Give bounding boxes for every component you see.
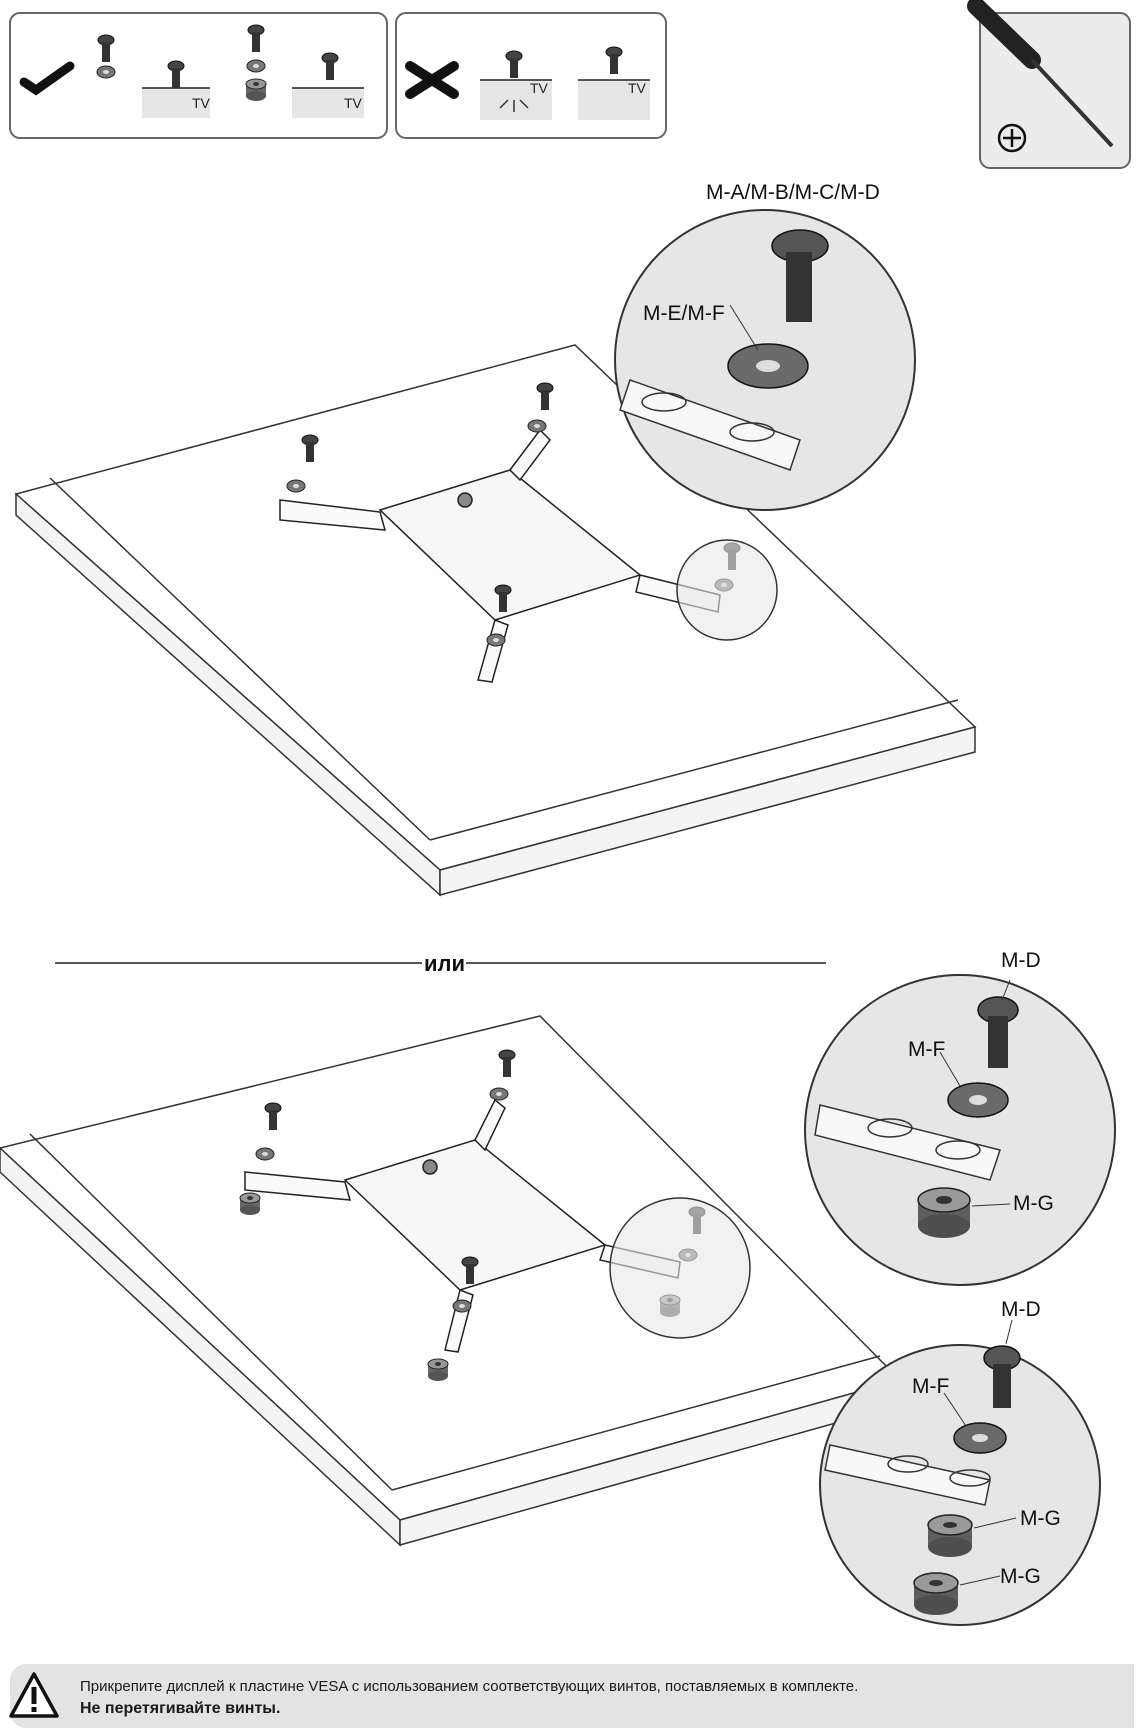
spacer-detail-bottom-2 <box>913 1572 959 1615</box>
screw-detail-bottom <box>983 1345 1021 1408</box>
warning-text: Прикрепите дисплей к пластине VESA с исп… <box>80 1676 1120 1720</box>
screw-label-top: M-A/M-B/M-C/M-D <box>706 181 880 204</box>
screw-detail-middle <box>977 996 1019 1068</box>
tool-box <box>967 0 1131 169</box>
correct-usage-box: TV TV <box>9 12 388 139</box>
warning-line-2: Не перетягивайте винты. <box>80 1700 281 1717</box>
detail-circle-middle <box>804 974 1116 1286</box>
screw-detail-top <box>771 229 829 322</box>
washer-label-bottom: M-F <box>912 1375 949 1398</box>
detail-circle-bottom <box>819 1319 1101 1626</box>
washer-detail-middle <box>947 1082 1009 1118</box>
check-icon <box>19 61 75 96</box>
spacer-label-bottom-2: M-G <box>1000 1565 1041 1588</box>
separator: или <box>55 951 826 976</box>
zoom-marker-top <box>676 539 778 641</box>
screwdriver-icon <box>967 0 1114 148</box>
warning-note <box>10 1664 1134 1728</box>
tv-label: TV <box>344 95 363 111</box>
washer-detail-top <box>727 343 809 389</box>
cross-icon <box>405 61 459 99</box>
separator-word: или <box>424 951 465 976</box>
spacer-label-bottom-1: M-G <box>1020 1507 1061 1530</box>
spacer-detail-middle <box>917 1187 971 1238</box>
phillips-icon <box>997 123 1027 153</box>
zoom-marker-bottom <box>609 1197 751 1339</box>
warning-icon <box>9 1672 59 1718</box>
washer-label-top: M-E/M-F <box>643 302 725 325</box>
tv-label: TV <box>192 95 211 111</box>
washer-label-middle: M-F <box>908 1038 945 1061</box>
tv-label: TV <box>628 80 647 96</box>
screw-label-middle: M-D <box>1001 949 1041 972</box>
spacer-detail-bottom-1 <box>927 1514 973 1557</box>
screw-label-bottom: M-D <box>1001 1298 1041 1321</box>
spacer-label-middle: M-G <box>1013 1192 1054 1215</box>
tv-label: TV <box>530 80 549 96</box>
washer-detail-bottom <box>953 1422 1007 1454</box>
detail-circle-top <box>614 209 916 511</box>
wrong-usage-box: TV TV <box>395 12 667 139</box>
warning-line-1: Прикрепите дисплей к пластине VESA с исп… <box>80 1678 859 1695</box>
